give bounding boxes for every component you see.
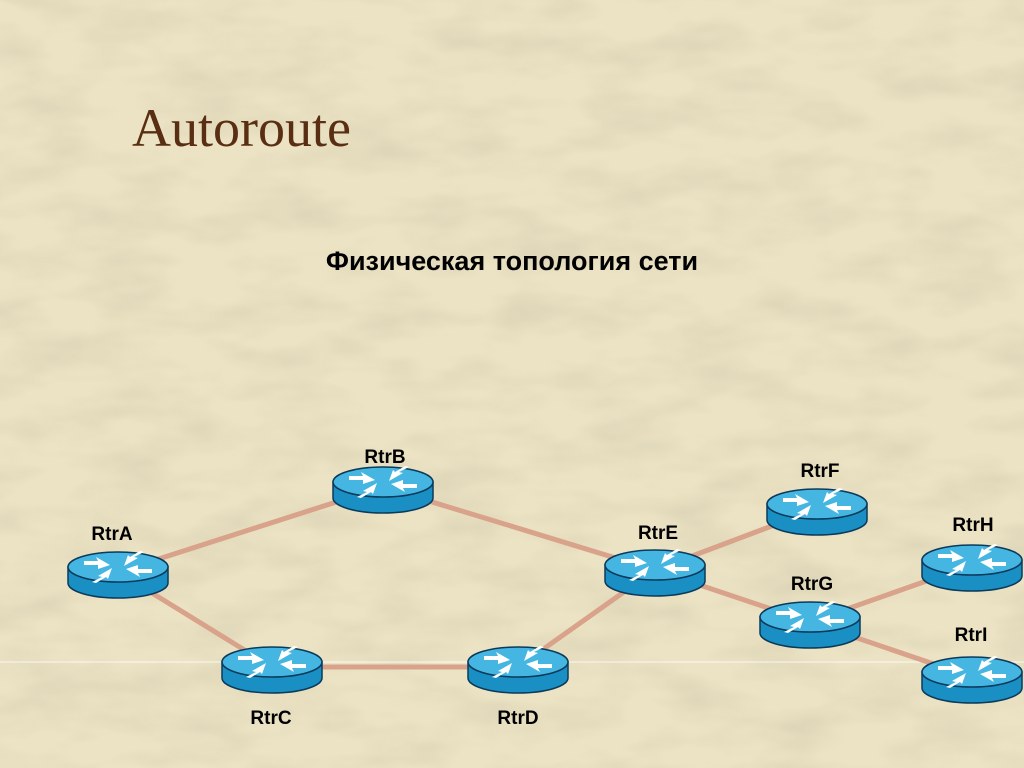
- router-icon: [221, 645, 323, 694]
- router-rtrD[interactable]: RtrD: [467, 645, 569, 729]
- router-icon: [921, 655, 1023, 704]
- router-label: RtrB: [364, 447, 405, 468]
- router-label: RtrG: [791, 574, 833, 595]
- router-rtrF[interactable]: RtrF: [766, 461, 868, 536]
- router-icon: [67, 550, 169, 599]
- slide-subtitle: Физическая топология сети: [325, 246, 699, 276]
- router-icon: [766, 487, 868, 536]
- router-label: RtrA: [91, 524, 132, 545]
- router-label: RtrE: [638, 523, 678, 544]
- router-label: RtrC: [250, 708, 291, 729]
- router-icon: [604, 548, 706, 597]
- routers-layer: RtrA RtrB RtrC RtrD RtrE RtrF RtrG RtrH RtrI: [67, 447, 1023, 729]
- slide-title: Autoroute: [132, 98, 351, 158]
- router-label: RtrH: [952, 515, 993, 536]
- router-rtrI[interactable]: RtrI: [921, 625, 1023, 704]
- router-rtrB[interactable]: RtrB: [332, 447, 434, 514]
- router-rtrA[interactable]: RtrA: [67, 524, 169, 599]
- router-label: RtrI: [955, 625, 988, 646]
- router-icon: [759, 600, 861, 649]
- router-label: RtrD: [497, 708, 538, 729]
- router-rtrH[interactable]: RtrH: [921, 515, 1023, 592]
- router-label: RtrF: [800, 461, 839, 482]
- router-icon: [467, 645, 569, 694]
- router-rtrC[interactable]: RtrC: [221, 645, 323, 729]
- router-icon: [332, 465, 434, 514]
- router-rtrE[interactable]: RtrE: [604, 523, 706, 597]
- router-rtrG[interactable]: RtrG: [759, 574, 861, 649]
- router-icon: [921, 543, 1023, 592]
